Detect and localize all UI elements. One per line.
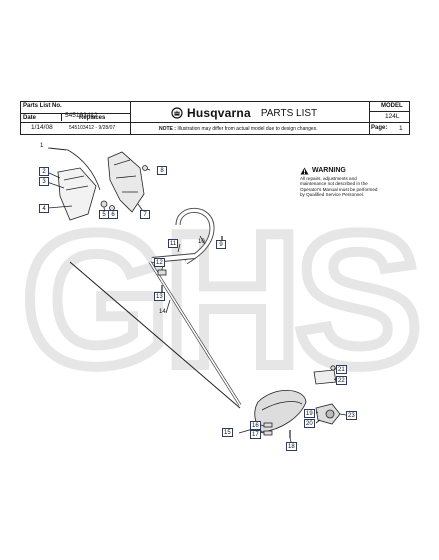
warning-block: WARNING All repairs, adjustments and mai…: [300, 167, 380, 198]
brand-name: Husqvarna: [187, 106, 251, 120]
header-table: Parts List No. 545103412 Date Replaces 1…: [20, 101, 410, 135]
warning-title-row: WARNING: [300, 167, 380, 175]
callout-3: 3: [39, 177, 49, 186]
trimmer-guard: [254, 389, 307, 433]
callout-23: 23: [346, 411, 357, 420]
model-label: MODEL: [381, 103, 403, 109]
callout-11: 11: [168, 239, 179, 248]
callout-1: 1: [40, 143, 44, 149]
callout-12: 12: [154, 258, 165, 267]
parts-list-no-label: Parts List No.: [23, 103, 62, 109]
callout-17: 17: [250, 430, 261, 439]
husqvarna-crown-logo-icon: [171, 107, 183, 119]
callout-4: 4: [39, 204, 49, 213]
callout-7: 7: [140, 210, 150, 219]
document-type: PARTS LIST: [260, 107, 318, 119]
page-label: Page:: [371, 125, 388, 131]
callout-18: 18: [286, 442, 297, 451]
date-label: Date: [23, 115, 37, 121]
warning-title: WARNING: [312, 167, 346, 175]
illustration-note: NOTE : Illustration may differ from actu…: [159, 126, 318, 132]
warning-text: All repairs, adjustments and maintenance…: [300, 176, 378, 198]
callout-22: 22: [336, 376, 347, 385]
callout-13: 13: [154, 292, 165, 301]
brand-block: Husqvarna PARTS LIST: [171, 106, 317, 120]
replaces-label: Replaces: [79, 115, 106, 121]
model-value: 124L: [385, 113, 400, 120]
callout-2: 2: [39, 167, 49, 176]
handle-bracket: [57, 167, 97, 221]
parts-list-no: 545103412: [65, 112, 98, 119]
page-value: 1: [399, 125, 403, 132]
replaces-value: 545103412 - 9/28/07: [69, 125, 116, 131]
callout-16: 16: [250, 421, 261, 430]
callout-15: 15: [222, 428, 233, 437]
callout-19: 19: [304, 409, 315, 418]
callout-9: 9: [216, 240, 226, 249]
note-text: Illustration may differ from actual mode…: [177, 126, 318, 132]
throttle-housing: [107, 151, 145, 213]
callout-20: 20: [304, 419, 315, 428]
drive-shaft: [69, 261, 241, 409]
date-value: 1/14/08: [31, 124, 53, 131]
throttle-cable: [67, 149, 101, 191]
callout-21: 21: [336, 365, 347, 374]
callout-6: 6: [108, 210, 118, 219]
callout-10: 10: [198, 239, 205, 245]
callout-14: 14: [159, 309, 166, 315]
note-label: NOTE :: [159, 126, 176, 132]
warning-triangle-icon: [300, 167, 309, 175]
callout-8: 8: [157, 166, 167, 175]
